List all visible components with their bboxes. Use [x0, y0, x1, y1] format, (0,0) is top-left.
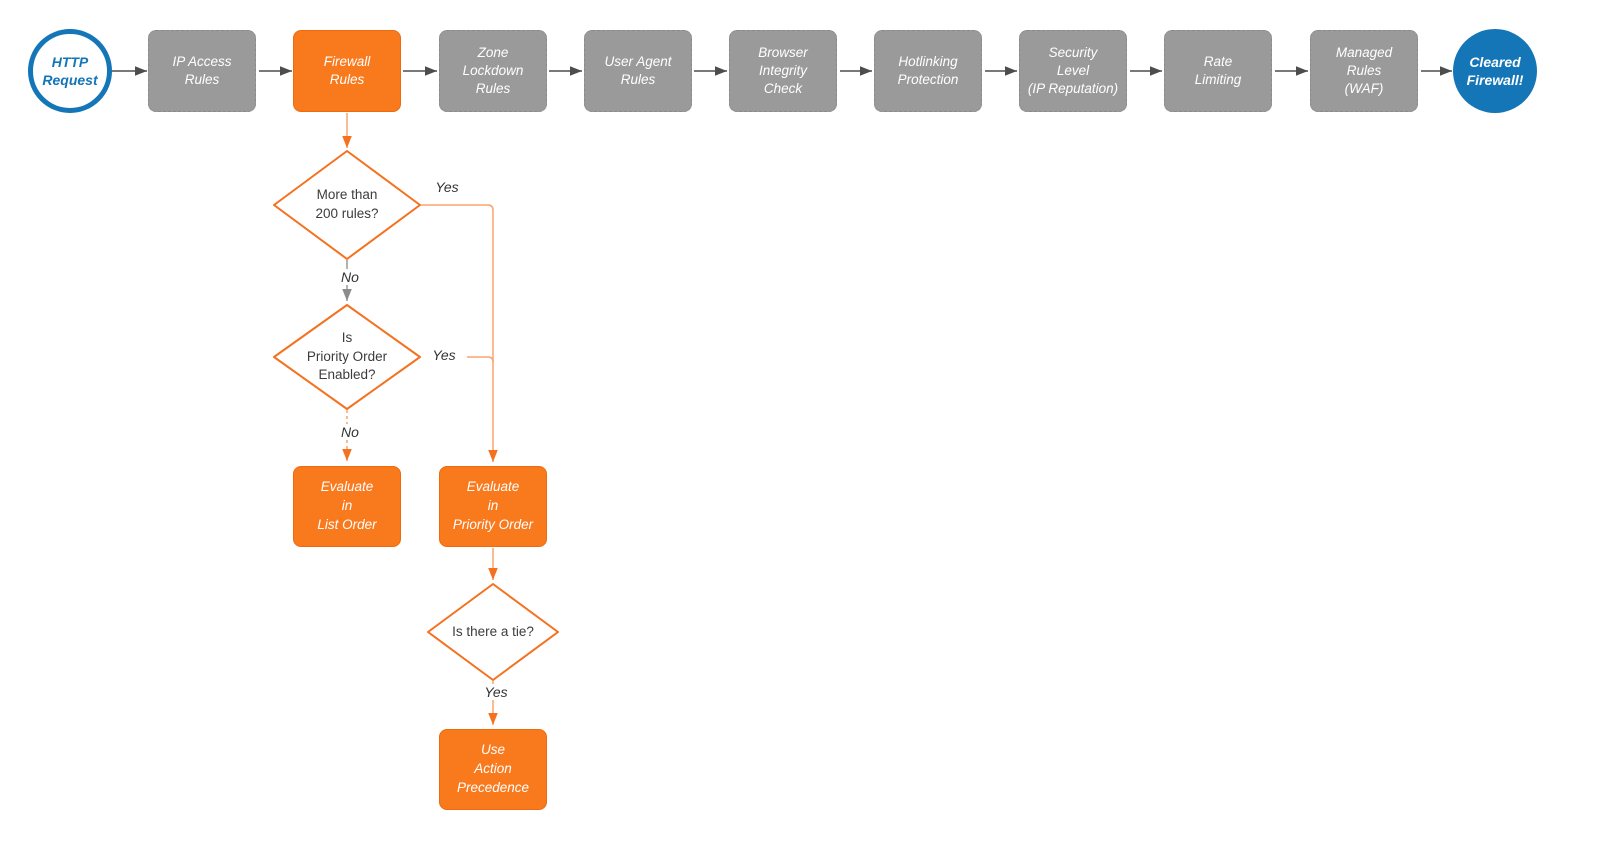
decision-is-there-a-tie-label: Is there a tie? — [452, 623, 534, 639]
end-node-label: Cleared Firewall! — [1466, 53, 1524, 88]
decision-more-than-200-rules-label: More than 200 rules? — [315, 187, 379, 221]
step-user-agent-rules: User Agent Rules — [584, 30, 692, 112]
decision-is-there-a-tie-shape — [427, 583, 559, 681]
action-evaluate-in-priority-order: Evaluate in Priority Order — [439, 466, 547, 547]
step-rate-limiting: Rate Limiting — [1164, 30, 1272, 112]
step-label: Hotlinking Protection — [897, 53, 959, 87]
edge-label-decision2-yes: Yes — [421, 347, 467, 363]
edge-label-decision3-yes: Yes — [473, 684, 519, 700]
decision-priority-order-enabled-shape — [273, 304, 421, 410]
step-firewall-rules: Firewall Rules — [293, 30, 401, 112]
step-browser-integrity-check: Browser Integrity Check — [729, 30, 837, 112]
step-label: Managed Rules (WAF) — [1335, 44, 1393, 97]
step-label: IP Access Rules — [172, 53, 232, 87]
start-node-label: HTTP Request — [42, 53, 98, 88]
step-hotlinking-protection: Hotlinking Protection — [874, 30, 982, 112]
action-use-action-precedence: Use Action Precedence — [439, 729, 547, 810]
step-ip-access-rules: IP Access Rules — [148, 30, 256, 112]
end-node-cleared-firewall: Cleared Firewall! — [1453, 29, 1537, 113]
step-security-level-ip-reputation: Security Level (IP Reputation) — [1019, 30, 1127, 112]
action-label: Evaluate in List Order — [317, 479, 377, 532]
action-label: Evaluate in Priority Order — [452, 479, 534, 532]
decision-more-than-200-rules-shape — [273, 150, 421, 260]
decision-priority-order-enabled-label: Is Priority Order Enabled? — [306, 329, 388, 383]
action-label: Use Action Precedence — [456, 742, 530, 795]
step-label: Zone Lockdown Rules — [462, 44, 524, 97]
step-zone-lockdown-rules: Zone Lockdown Rules — [439, 30, 547, 112]
edge-label-decision1-no: No — [331, 269, 369, 285]
step-label: Browser Integrity Check — [758, 44, 808, 97]
step-label: Rate Limiting — [1194, 53, 1242, 87]
edge-label-decision2-no: No — [331, 424, 369, 440]
connector-decision-1-yes — [421, 204, 498, 462]
step-label: Firewall Rules — [323, 53, 371, 87]
step-label: User Agent Rules — [604, 53, 672, 87]
start-node-http-request: HTTP Request — [28, 29, 112, 113]
step-label: Security Level (IP Reputation) — [1027, 44, 1119, 97]
action-evaluate-in-list-order: Evaluate in List Order — [293, 466, 401, 547]
step-managed-rules-waf: Managed Rules (WAF) — [1310, 30, 1418, 112]
edge-label-decision1-yes: Yes — [435, 179, 459, 195]
connector-decision-2-yes — [421, 356, 494, 363]
